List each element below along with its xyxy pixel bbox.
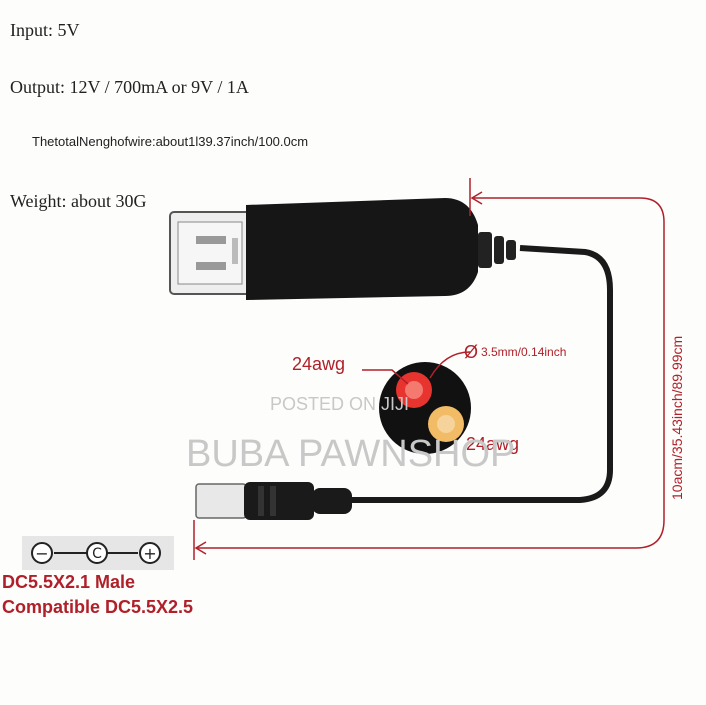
wire-length-spec: ThetotalNenghofwire:about1l39.37inch/100… <box>32 134 309 149</box>
usb-plug <box>169 211 251 295</box>
wire-cross-section <box>379 362 471 454</box>
awg-top-label: 24awg <box>292 354 345 374</box>
usb-strain-relief <box>478 232 516 268</box>
dimension-length-label: 10acm/35.43inch/89.99cm <box>669 336 685 500</box>
plus-sign: + <box>143 544 156 563</box>
dc-barrel-plug <box>195 482 352 520</box>
arrow-head-top <box>470 191 483 205</box>
input-spec: Input: 5V <box>10 20 80 40</box>
dc-info-line1: DC5.5X2.1 Male <box>2 572 136 592</box>
dc-info-line2: Compatible DC5.5X2.5 <box>2 597 194 617</box>
minus-sign: − <box>35 544 48 563</box>
arrow-head-bottom <box>194 541 207 555</box>
diameter-leader <box>429 351 471 379</box>
dimension-line <box>193 178 665 560</box>
plus-terminal-icon <box>139 542 161 564</box>
center-c-icon: C <box>92 546 102 562</box>
output-spec: Output: 12V / 700mA or 9V / 1A <box>10 77 249 97</box>
diameter-label: 3.5mm/0.14inch <box>481 345 566 359</box>
polarity-symbol: − C + <box>22 536 174 570</box>
cable-wire <box>350 245 613 503</box>
watermark-posted: POSTED ON JIJI <box>270 394 409 414</box>
usb-body <box>246 198 478 300</box>
watermark-shop: BUBA PAWNSHOP <box>186 433 515 475</box>
weight-spec: Weight: about 30G <box>10 191 147 211</box>
awg-top-leader <box>362 369 409 385</box>
diameter-symbol: Ø <box>464 342 478 362</box>
minus-terminal-icon <box>31 542 53 564</box>
awg-bottom-label: 24awg <box>466 434 519 454</box>
